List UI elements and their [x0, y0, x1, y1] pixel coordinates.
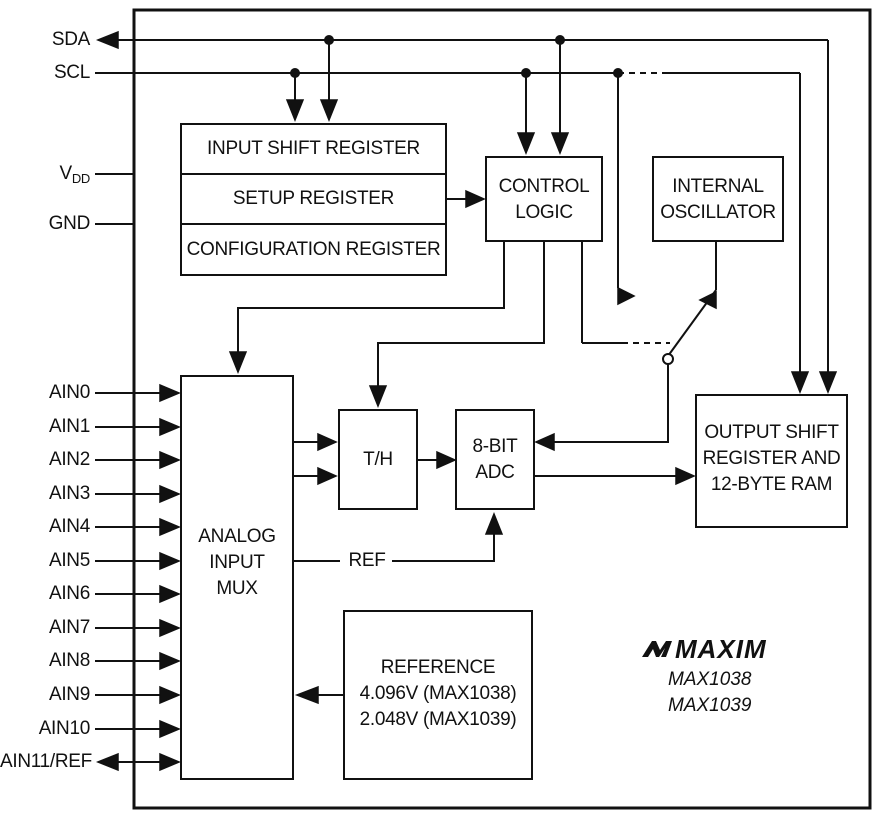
reference-line-3: 2.048V (MAX1039)	[359, 709, 517, 730]
switch-to-adc	[554, 364, 669, 443]
mux-line-2: INPUT	[209, 552, 265, 573]
control-logic-line-1: CONTROL	[498, 176, 590, 197]
mux-line-3: MUX	[216, 578, 258, 599]
mux-line-1: ANALOG	[198, 526, 276, 547]
adc-label: 8-BIT ADC	[456, 434, 534, 486]
pin-ain4-label: AIN4	[48, 516, 90, 537]
pin-ain6-label: AIN6	[48, 583, 90, 604]
pin-sda-label: SDA	[51, 29, 90, 50]
pin-vdd-main: V	[59, 163, 72, 184]
pin-ain0-label: AIN0	[48, 382, 90, 403]
oscillator-box	[652, 156, 784, 242]
output-register-line-3: 12-BYTE RAM	[710, 474, 833, 495]
oscillator-line-2: OSCILLATOR	[660, 202, 776, 223]
pin-ain2-label: AIN2	[48, 449, 90, 470]
adc-line-2: ADC	[475, 462, 515, 483]
ref-label: REF	[348, 550, 386, 571]
pin-ain1-label: AIN1	[48, 416, 90, 437]
pin-ain8-label: AIN8	[48, 650, 90, 671]
th-label: T/H	[363, 449, 393, 470]
mux-label: ANALOG INPUT MUX	[181, 524, 293, 602]
control-logic-label: CONTROL LOGIC	[486, 174, 602, 226]
pin-ain11-ref-label: AIN11/REF	[0, 751, 92, 772]
chip-outline	[132, 8, 872, 810]
part-number-1: MAX1038	[668, 669, 752, 690]
ref-line-right	[392, 534, 495, 562]
arrowheads	[95, 30, 838, 772]
configuration-register-label: CONFIGURATION REGISTER	[186, 239, 441, 260]
pin-ain10-label: AIN10	[38, 718, 91, 739]
reference-line-2: 4.096V (MAX1038)	[359, 683, 517, 704]
maxim-logo-mark	[642, 641, 672, 657]
pin-ain9-label: AIN9	[48, 684, 90, 705]
control-to-th	[377, 241, 545, 386]
output-register-box	[695, 394, 848, 528]
setup-register-label: SETUP REGISTER	[232, 188, 395, 209]
pin-vdd-sub: DD	[71, 171, 90, 186]
reference-label: REFERENCE 4.096V (MAX1038) 2.048V (MAX10…	[344, 655, 532, 733]
oscillator-line-1: INTERNAL	[672, 176, 764, 197]
pin-gnd-label: GND	[48, 213, 91, 234]
output-register-label: OUTPUT SHIFT REGISTER AND 12-BYTE RAM	[696, 420, 847, 498]
output-register-line-1: OUTPUT SHIFT	[704, 422, 839, 443]
pin-ain3-label: AIN3	[48, 483, 90, 504]
ain-lines	[95, 392, 160, 763]
input-shift-register-label: INPUT SHIFT REGISTER	[207, 138, 420, 159]
part-number-2: MAX1039	[668, 695, 752, 716]
mux-box	[180, 375, 294, 780]
control-logic-line-2: LOGIC	[515, 202, 573, 223]
adc-line-1: 8-BIT	[472, 436, 518, 457]
clock-switch-pivot	[662, 353, 674, 365]
pin-scl-label: SCL	[53, 62, 90, 83]
adc-box	[455, 409, 535, 510]
output-register-line-2: REGISTER AND	[702, 448, 841, 469]
reference-line-1: REFERENCE	[380, 657, 496, 678]
maxim-logo-text: MAXIM	[675, 634, 767, 664]
junction-dots	[290, 35, 623, 78]
pin-ain5-label: AIN5	[48, 550, 90, 571]
ain-arrowheads	[159, 383, 181, 772]
control-to-mux	[237, 241, 505, 352]
pin-ain7-label: AIN7	[48, 617, 90, 638]
pin-vdd-label: VDD	[20, 163, 90, 190]
oscillator-label: INTERNAL OSCILLATOR	[653, 174, 783, 226]
